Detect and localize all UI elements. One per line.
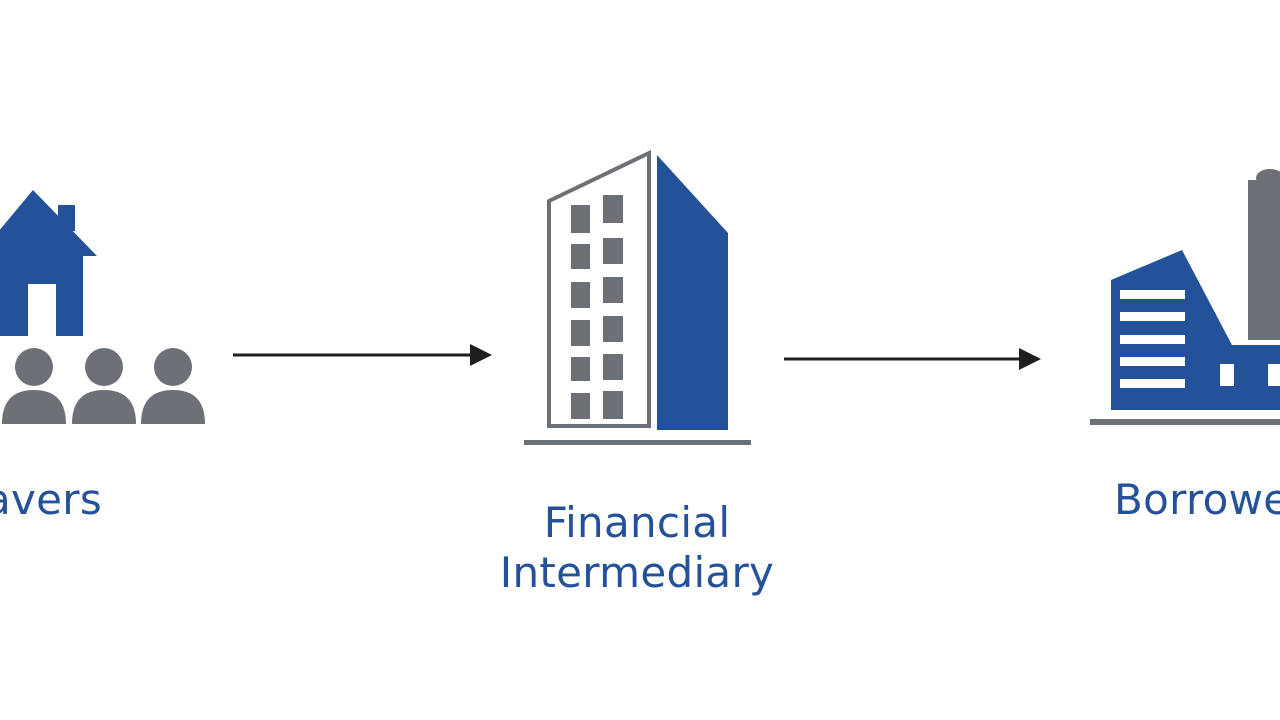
intermediary-label-line2: Intermediary	[499, 548, 775, 597]
flow-arrow-intermediary-to-borrowers	[784, 348, 1041, 370]
office-building-icon	[524, 149, 751, 445]
house-icon	[0, 190, 97, 336]
people-group-icon	[2, 348, 205, 424]
person-icon	[2, 348, 66, 424]
savers-label: Savers	[0, 475, 103, 524]
flow-arrow-savers-to-intermediary	[233, 344, 492, 366]
factory-icon	[1090, 169, 1280, 425]
person-icon	[72, 348, 136, 424]
intermediary-label: Financial Intermediary	[430, 498, 844, 598]
intermediary-label-line1: Financial	[543, 498, 731, 547]
person-icon	[141, 348, 205, 424]
factory-window-stripes	[1120, 290, 1185, 388]
borrowers-label: Borrowers	[1114, 475, 1280, 524]
building-windows	[571, 195, 623, 419]
